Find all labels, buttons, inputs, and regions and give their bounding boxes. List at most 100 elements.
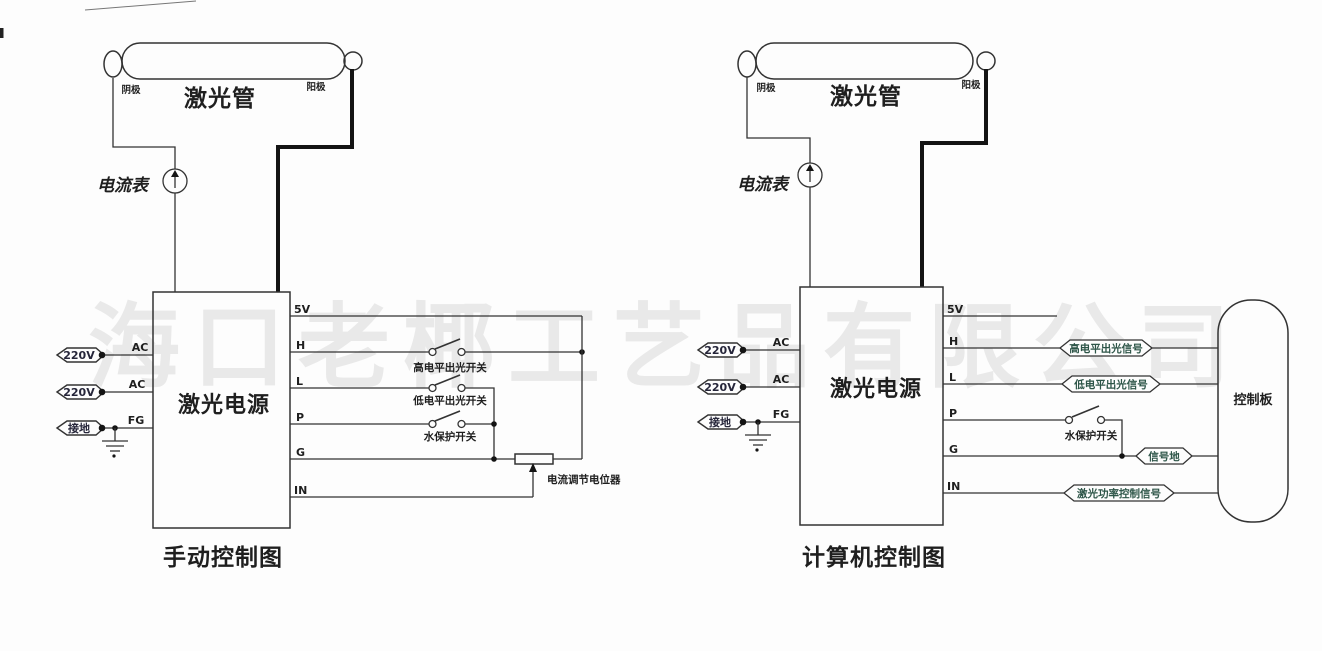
anode-label: 阳极 — [961, 79, 981, 91]
laser-tube: 阴极 阳极 激光管 — [103, 42, 363, 112]
water-switch-label: 水保护开关 — [423, 430, 477, 443]
terminal-g: G — [949, 443, 958, 456]
ammeter-arrow-icon — [171, 170, 179, 177]
h-switch-contact-right — [457, 347, 466, 357]
manual-control-diagram: 阴极 阳极 激光管 电流表 激光电源 220V AC — [55, 42, 621, 571]
ammeter-branch: 电流表 — [97, 78, 188, 292]
wire-l-down — [465, 387, 495, 459]
terminal-g: G — [296, 446, 305, 459]
earth-symbol-icon — [102, 425, 128, 458]
wire-p-down — [1104, 419, 1123, 456]
fg-pin-label: FG — [128, 414, 145, 427]
ac1-tag: 220V — [704, 344, 736, 357]
terminal-h: H — [296, 339, 305, 352]
terminal-p: P — [949, 407, 957, 420]
anode-thick-wire — [276, 69, 354, 292]
ac2-pin-dot — [98, 388, 106, 396]
potentiometer-label: 电流调节电位器 — [547, 473, 621, 486]
scan-line-artifact — [84, 0, 197, 11]
fg-pin-dot — [739, 418, 747, 426]
psu-label: 激光电源 — [830, 376, 922, 402]
anode-terminal — [343, 51, 363, 71]
cathode-wire — [746, 77, 811, 163]
psu-terminals: 5V H L P G IN 高电平出光开关 低电平出光开关 — [290, 303, 621, 498]
signal-ground-label: 信号地 — [1148, 450, 1180, 463]
water-switch-contact-left — [1064, 415, 1074, 425]
psu-box — [799, 286, 944, 526]
ac1-tag: 220V — [63, 349, 95, 362]
potentiometer-body — [514, 453, 554, 465]
scan-artifacts — [0, 0, 197, 38]
l-switch-contact-left — [428, 383, 437, 393]
laser-tube-right: 阴极 阳极 激光管 — [737, 42, 996, 110]
g-junction — [491, 456, 497, 462]
low-signal-label: 低电平出光信号 — [1073, 378, 1148, 391]
ac2-pin-label: AC — [773, 373, 790, 386]
laser-tube-outline — [755, 42, 974, 80]
l-switch-contact-right — [457, 383, 466, 393]
p-junction — [491, 421, 497, 427]
cathode-label: 阴极 — [121, 84, 141, 96]
ac1-pin-dot — [739, 346, 747, 354]
power-control-label: 激光功率控制信号 — [1077, 487, 1161, 500]
manual-diagram-caption: 手动控制图 — [163, 544, 283, 571]
low-level-switch-label: 低电平出光开关 — [412, 394, 487, 407]
control-board-label: 控制板 — [1233, 392, 1273, 408]
psu-box — [152, 291, 291, 529]
computer-diagram-caption: 计算机控制图 — [802, 544, 946, 571]
ground-tag: 接地 — [68, 421, 90, 435]
terminal-l: L — [296, 375, 303, 388]
laser-tube-label: 激光管 — [184, 85, 256, 112]
anode-label: 阳极 — [306, 81, 326, 93]
fg-pin-dot — [98, 424, 106, 432]
l-switch-blade — [434, 374, 461, 386]
cathode-label: 阴极 — [756, 82, 776, 94]
psu-inputs-right: 220V AC 220V AC 接地 FG — [696, 336, 800, 452]
ac2-tag: 220V — [704, 381, 736, 394]
terminal-5v: 5V — [294, 303, 311, 316]
control-board: 控制板 — [1217, 299, 1289, 523]
water-switch-contact-right — [1096, 415, 1106, 425]
cathode-terminal — [737, 50, 757, 78]
terminal-p: P — [296, 411, 304, 424]
ammeter-label: 电流表 — [97, 176, 150, 196]
ammeter-label: 电流表 — [737, 175, 790, 195]
high-signal-label: 高电平出光信号 — [1069, 342, 1143, 355]
anode-terminal — [976, 51, 996, 71]
ac1-pin-label: AC — [773, 336, 790, 349]
terminal-l: L — [949, 371, 956, 384]
computer-control-diagram: 阴极 阳极 激光管 电流表 激光电源 220V AC — [696, 42, 1289, 571]
h-switch-contact-left — [428, 347, 437, 357]
ac2-tag: 220V — [63, 386, 95, 399]
terminal-in: IN — [294, 484, 307, 497]
psu-terminals-right: 5V H L P G IN 高电平出光信号 低电平出光信号 水保护开关 — [943, 303, 1218, 502]
ac2-pin-dot — [739, 383, 747, 391]
ammeter-branch-right: 电流表 — [737, 77, 823, 287]
g-junction — [1119, 453, 1125, 459]
laser-tube-label: 激光管 — [830, 83, 902, 110]
terminal-5v: 5V — [947, 303, 964, 316]
ac1-pin-label: AC — [132, 341, 149, 354]
wiper-arrow-icon — [529, 463, 537, 472]
ammeter-arrow-icon — [806, 164, 814, 171]
laser-tube-outline — [121, 42, 346, 80]
psu-label: 激光电源 — [178, 392, 270, 418]
high-level-switch-label: 高电平出光开关 — [413, 361, 487, 374]
water-switch-blade — [1071, 405, 1100, 418]
fg-pin-label: FG — [773, 408, 790, 421]
cathode-terminal — [103, 50, 123, 78]
ground-tag: 接地 — [709, 415, 731, 429]
psu-inputs: 220V AC 220V AC 接地 FG — [55, 341, 153, 458]
p-switch-blade — [434, 410, 461, 422]
control-board-outline — [1217, 299, 1289, 523]
terminal-h: H — [949, 335, 958, 348]
anode-thick-wire — [920, 69, 988, 287]
laser-psu-right: 激光电源 — [799, 286, 944, 526]
p-switch-contact-right — [457, 419, 466, 429]
ac2-pin-label: AC — [129, 378, 146, 391]
scan-edge-mark — [0, 28, 4, 38]
p-switch-contact-left — [428, 419, 437, 429]
cathode-wire — [112, 78, 176, 169]
